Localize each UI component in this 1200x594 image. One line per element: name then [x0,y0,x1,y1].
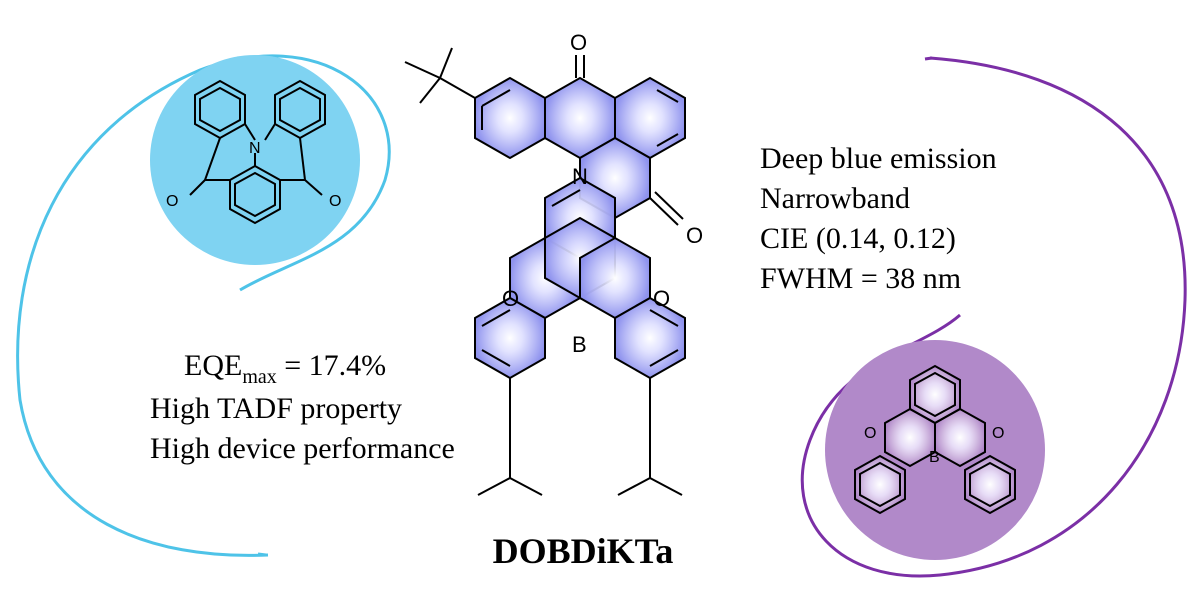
left-oxygen-label-2: O [329,193,341,210]
right-molecule [854,364,1016,515]
narrowband-line: Narrowband [760,182,910,215]
central-bonds [404,47,684,496]
central-carbonyl-oxygen-top: O [570,30,587,55]
central-oxygen-left: O [502,286,519,311]
right-properties: Deep blue emission Narrowband CIE (0.14,… [760,142,997,295]
left-swirl-arc [16,54,391,557]
right-boron-label: B [929,449,940,466]
left-properties: EQEmax = 17.4% High TADF property High d… [150,349,455,465]
central-oxygen-right: O [653,286,670,311]
cie-line: CIE (0.14, 0.12) [760,222,956,255]
fwhm-line: FWHM = 38 nm [760,262,961,295]
tadf-line: High TADF property [150,392,402,425]
central-carbonyl-oxygen-side: O [686,223,703,248]
eqe-prefix: EQE [184,349,242,382]
central-boron-label: B [572,332,587,357]
right-swirl-arc-dash [924,56,933,61]
left-swirl-arc-dash [257,552,267,557]
central-molecule: O O N O O B [404,30,703,496]
left-substructure: N O O [150,55,360,265]
eqe-line: EQEmax = 17.4% [184,349,386,388]
eqe-value: = 17.4% [277,349,386,382]
compound-name: DOBDiKTa [493,531,674,571]
left-nitrogen-label: N [249,140,261,157]
right-substructure: O O B [825,340,1045,560]
right-oxygen-label-2: O [992,425,1004,442]
right-oxygen-label-1: O [864,425,876,442]
emission-line: Deep blue emission [760,142,997,175]
eqe-subscript: max [242,366,276,388]
left-oxygen-label-1: O [166,193,178,210]
right-swirl-arc [800,56,1187,578]
central-nitrogen-label: N [572,164,588,189]
left-molecule [189,79,326,225]
central-rings [474,76,686,380]
device-performance-line: High device performance [150,432,455,465]
